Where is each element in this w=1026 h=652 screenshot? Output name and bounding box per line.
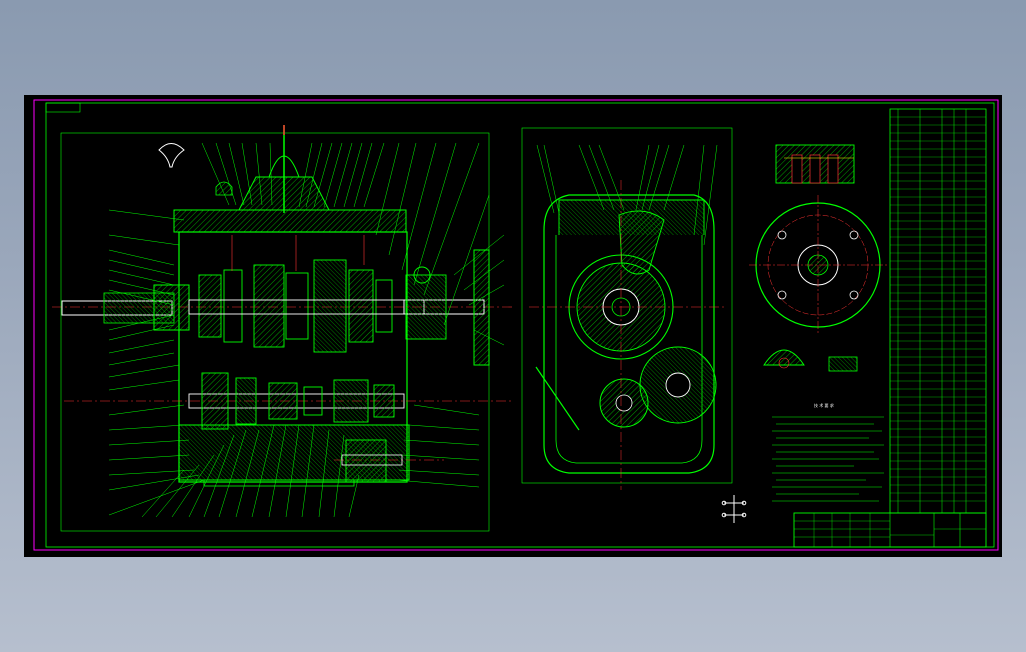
gear-main-3: [253, 264, 285, 348]
filler-cap: [215, 181, 233, 196]
flange-bolt-4: [849, 290, 859, 300]
housing-main: [178, 231, 408, 483]
shift-boot: [268, 155, 300, 178]
gear-main-4: [285, 272, 309, 340]
shift-knob: [158, 143, 185, 168]
idler-gear-end-hub: [615, 394, 633, 412]
leaders-top: [201, 142, 490, 326]
end-leaders: [536, 144, 718, 246]
dipstick: [535, 366, 580, 431]
gear-main-5: [313, 259, 347, 353]
shift-arm-end: [618, 210, 665, 275]
detail-views: [721, 144, 889, 523]
counter-gear-1: [201, 372, 229, 430]
flange-bolt-1: [777, 230, 787, 240]
title-tag-box: [45, 102, 81, 113]
output-bearing-housing: [405, 274, 447, 340]
leaders-right: [395, 234, 505, 488]
detail-small-section-1: [763, 349, 805, 366]
cad-drawing: 技 术 要 求: [33, 99, 999, 551]
tech-req-lines: [772, 416, 884, 502]
sump-lower: [203, 479, 355, 487]
counter-gear-2: [235, 377, 257, 425]
reverse-shaft: [341, 454, 403, 466]
tech-req-title: 技 术 要 求: [814, 402, 834, 408]
gear-main-6: [348, 269, 374, 343]
end-view-border: [521, 127, 733, 484]
flange-bolt-2: [849, 230, 859, 240]
output-flange: [473, 249, 490, 366]
gear-main-1: [198, 274, 222, 338]
detail-rail-slot-2: [809, 154, 821, 184]
detail-small-section-2: [828, 356, 858, 372]
gear-main-7: [375, 279, 393, 333]
leaders-left: [108, 209, 205, 516]
speedo-gear: [413, 266, 431, 284]
detail-rail-slot-1: [791, 154, 803, 184]
cad-viewport[interactable]: 技 术 要 求: [24, 95, 1002, 557]
inner-frame: [45, 102, 995, 548]
outer-frame: [33, 99, 999, 551]
reverse-idler: [345, 439, 387, 483]
technical-requirements: 技 术 要 求: [772, 402, 884, 502]
counter-gear-6: [373, 384, 395, 418]
counter-gear-end-hub: [665, 372, 691, 398]
detail-rail-slot-3: [827, 154, 839, 184]
end-housing-inner: [555, 235, 703, 464]
main-shaft-gears: [188, 259, 425, 353]
counter-gear-3: [268, 382, 298, 420]
shift-pattern-diagram: [721, 495, 747, 523]
end-section-view: [521, 127, 733, 490]
main-section-view: [52, 125, 514, 532]
counter-gear-5: [333, 379, 369, 423]
counter-shaft-gears: [188, 372, 405, 430]
parts-list: [889, 108, 987, 514]
title-block: [793, 512, 987, 548]
counter-gear-4: [303, 386, 323, 416]
end-housing-outline: [543, 194, 715, 474]
leaders-bottom: [141, 424, 360, 518]
input-bearing-cover: [153, 284, 190, 331]
parts-list-border: [889, 108, 987, 514]
flange-bolt-3: [777, 290, 787, 300]
parts-list-rows: [890, 116, 986, 502]
housing-top: [173, 209, 407, 233]
detail-small-hole: [778, 357, 790, 369]
gear-main-2: [223, 269, 243, 343]
